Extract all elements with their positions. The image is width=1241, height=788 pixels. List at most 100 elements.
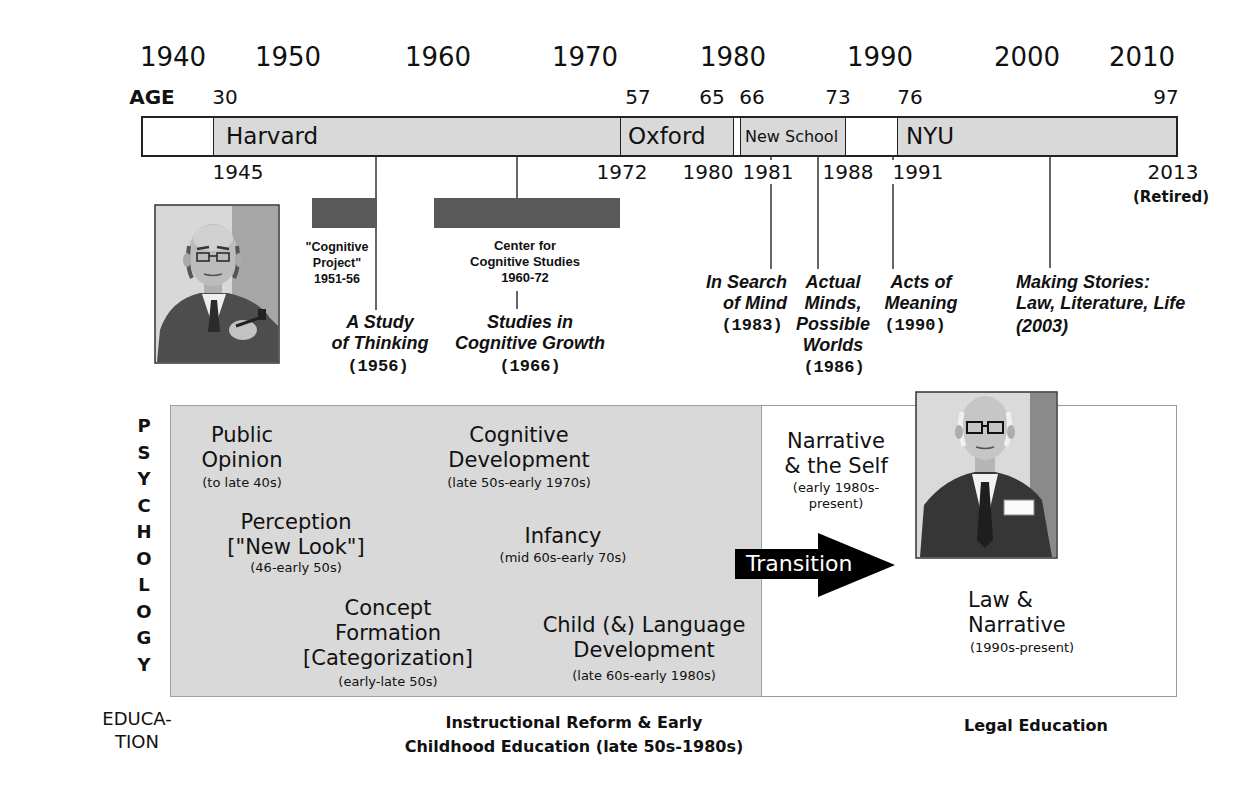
project-label: Center for Cognitive Studies 1960-72 bbox=[470, 238, 580, 286]
topic-heading: Law & Narrative bbox=[968, 588, 1066, 638]
photo-ear bbox=[1007, 425, 1015, 439]
project-bar: "Cognitive Project" 1951-56 bbox=[312, 198, 377, 228]
year-label: 1970 bbox=[552, 42, 618, 72]
text-slot: 97 bbox=[1153, 85, 1178, 109]
book-title: Acts of Meaning bbox=[884, 272, 957, 314]
text-slot: 1950 bbox=[255, 42, 321, 72]
photo-brows bbox=[197, 247, 229, 249]
text-slot: Legal Education bbox=[964, 714, 1108, 738]
axis-label: EDUCA- TION bbox=[102, 707, 171, 753]
book-title: Making Stories: Law, Literature, Life bbox=[1016, 272, 1185, 314]
text-slot: 2013 bbox=[1145, 160, 1202, 184]
book-year: (2003) bbox=[1016, 316, 1068, 337]
photo-mouth bbox=[204, 274, 222, 276]
topic-dates: (early-late 50s) bbox=[338, 674, 437, 690]
year-label: 1981 bbox=[740, 160, 797, 184]
photo-ear bbox=[235, 253, 243, 267]
photo-glasses bbox=[197, 253, 209, 261]
text-slot: 1940 bbox=[140, 42, 206, 72]
year-label: 2010 bbox=[1109, 42, 1175, 72]
leader-line bbox=[375, 156, 377, 310]
text-slot: Harvard bbox=[226, 118, 318, 155]
institution-name: Oxford bbox=[628, 118, 706, 155]
text-slot: (1990s-present) bbox=[970, 640, 1074, 656]
topic-dates: (late 50s-early 1970s) bbox=[447, 475, 591, 491]
text-slot: 1980 bbox=[700, 42, 766, 72]
text-slot: (early 1980s- present) bbox=[793, 480, 879, 512]
topic-heading: Concept Formation [Categorization] bbox=[303, 596, 473, 671]
topic-dates: (1990s-present) bbox=[970, 640, 1074, 656]
year-label: 1945 bbox=[210, 160, 267, 184]
photo-ear bbox=[955, 425, 963, 439]
text-slot: 66 bbox=[739, 85, 764, 109]
text-slot: Child (&) Language Development bbox=[543, 613, 746, 663]
text-slot: 30 bbox=[212, 85, 237, 109]
year-label: 1991 bbox=[890, 160, 947, 184]
book-title: A Study of Thinking bbox=[332, 312, 429, 354]
year-label: 2013 bbox=[1145, 160, 1202, 184]
book-title: Actual Minds, Possible Worlds bbox=[796, 272, 870, 356]
text-slot: A Study of Thinking bbox=[332, 312, 429, 354]
book-title: In Search of Mind bbox=[706, 272, 787, 314]
age-number: 66 bbox=[739, 85, 764, 109]
text-slot: (Retired) bbox=[1133, 187, 1209, 207]
age-number: 57 bbox=[625, 85, 650, 109]
photo-glasses bbox=[988, 422, 1003, 433]
retired-note: (Retired) bbox=[1133, 187, 1209, 207]
photo-suit bbox=[920, 472, 1052, 557]
photo-glasses bbox=[209, 255, 217, 257]
text-slot: (1956) bbox=[347, 357, 408, 377]
axis-label: PSYCHOLOGY bbox=[135, 413, 153, 678]
portrait-photo bbox=[155, 205, 279, 363]
text-slot: "Cognitive Project" 1951-56 bbox=[306, 239, 369, 287]
leader-line bbox=[817, 156, 819, 269]
timeline-bar bbox=[142, 117, 1177, 156]
text-slot: 73 bbox=[825, 85, 850, 109]
education-label: Legal Education bbox=[964, 714, 1108, 738]
text-slot: 1990 bbox=[847, 42, 913, 72]
topic-dates: (46-early 50s) bbox=[250, 560, 341, 576]
photo-badge bbox=[1004, 500, 1034, 515]
photo-tie bbox=[977, 482, 993, 548]
topic-heading: Public Opinion bbox=[202, 423, 283, 473]
portrait-photo bbox=[916, 392, 1057, 558]
institution-name: Harvard bbox=[226, 118, 318, 155]
topic-panel: Public Opinion (to late 40s) Perception ["… bbox=[170, 405, 762, 697]
book-year: (1990) bbox=[884, 316, 945, 336]
text-slot: Perception ["New Look"] bbox=[227, 510, 364, 560]
text-slot: (1983) bbox=[721, 316, 782, 336]
photo-suit bbox=[157, 293, 278, 362]
text-slot: (to late 40s) bbox=[202, 475, 281, 491]
year-label: 1940 bbox=[140, 42, 206, 72]
year-label: 1980 bbox=[680, 160, 737, 184]
text-slot: (late 60s-early 1980s) bbox=[572, 668, 716, 684]
text-slot: 1981 bbox=[740, 160, 797, 184]
text-slot: (46-early 50s) bbox=[250, 560, 341, 576]
text-slot: (early-late 50s) bbox=[338, 674, 437, 690]
text-slot: Transition bbox=[746, 551, 852, 577]
text-slot: Concept Formation [Categorization] bbox=[303, 596, 473, 671]
topic-heading: Narrative & the Self bbox=[784, 429, 888, 479]
text-slot: (1986) bbox=[803, 358, 864, 378]
topic-dates: (to late 40s) bbox=[202, 475, 281, 491]
text-slot: 1991 bbox=[890, 160, 947, 184]
text-slot: 1980 bbox=[680, 160, 737, 184]
photo-frame bbox=[155, 205, 279, 363]
text-slot: 57 bbox=[625, 85, 650, 109]
photo-glasses bbox=[217, 253, 229, 261]
text-slot: Public Opinion bbox=[202, 423, 283, 473]
photo-head bbox=[188, 224, 238, 286]
photo-pipe bbox=[258, 309, 266, 320]
age-number: 73 bbox=[825, 85, 850, 109]
topic-heading: Cognitive Development bbox=[448, 423, 589, 473]
age-number: 65 bbox=[699, 85, 724, 109]
project-label: "Cognitive Project" 1951-56 bbox=[306, 239, 369, 287]
photo-frame bbox=[916, 392, 1057, 558]
year-label: 2000 bbox=[994, 42, 1060, 72]
leader-line bbox=[516, 156, 518, 198]
text-slot: NYU bbox=[906, 118, 954, 155]
text-slot: 2000 bbox=[994, 42, 1060, 72]
topic-dates: (early 1980s- present) bbox=[793, 480, 879, 512]
text-slot: (2003) bbox=[1016, 316, 1068, 337]
topic-dates: (late 60s-early 1980s) bbox=[572, 668, 716, 684]
